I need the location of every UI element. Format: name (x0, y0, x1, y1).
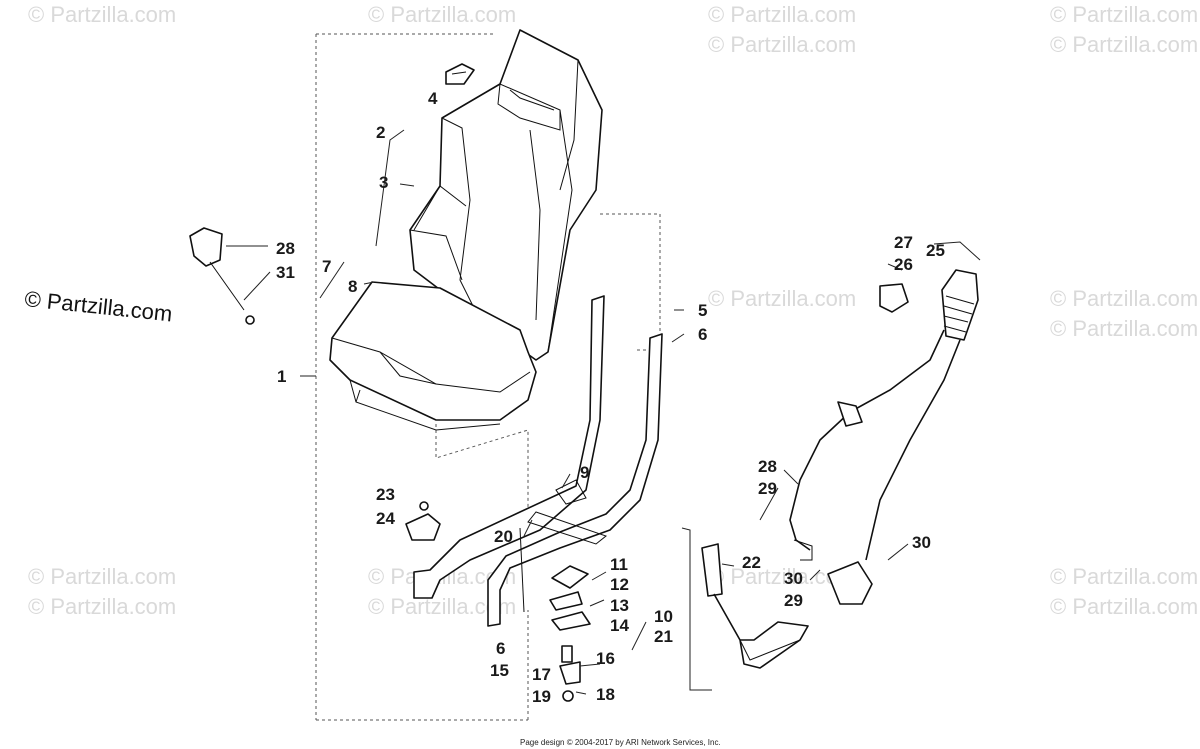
lap-belt-left (189, 227, 255, 325)
leader-lines (226, 129, 981, 695)
callout-10: 10 (654, 607, 673, 626)
seat-cushion (329, 281, 537, 431)
callout-12: 12 (610, 575, 629, 594)
callout-24: 24 (376, 509, 395, 528)
seat-belt-assembly (789, 269, 979, 605)
callout-9: 9 (580, 463, 589, 482)
watermark: © Partzilla.com (28, 564, 176, 589)
callout-29: 29 (784, 591, 803, 610)
callout-18: 18 (596, 685, 615, 704)
watermark-dark: © Partzilla.com (23, 286, 173, 326)
callout-21: 21 (654, 627, 673, 646)
callout-23: 23 (376, 485, 395, 504)
callout-16: 16 (596, 649, 615, 668)
callout-2: 2 (376, 123, 385, 142)
watermark: © Partzilla.com (1050, 316, 1198, 341)
callout-20: 20 (494, 527, 513, 546)
callout-11: 11 (610, 555, 628, 574)
callout-1: 1 (277, 367, 286, 386)
watermark: © Partzilla.com (1050, 286, 1198, 311)
watermark: © Partzilla.com (28, 2, 176, 27)
callout-17: 17 (532, 665, 551, 684)
callout-6: 6 (698, 325, 707, 344)
watermarks: © Partzilla.com © Partzilla.com © Partzi… (23, 2, 1198, 619)
callout-19: 19 (532, 687, 551, 706)
watermark: © Partzilla.com (1050, 2, 1198, 27)
callout-25: 25 (926, 241, 945, 260)
hardware-stack (549, 565, 591, 702)
seat-frame (413, 295, 663, 627)
callout-4: 4 (428, 89, 438, 108)
watermark: © Partzilla.com (28, 594, 176, 619)
watermark: © Partzilla.com (1050, 564, 1198, 589)
callout-28: 28 (758, 457, 777, 476)
callout-30: 30 (784, 569, 803, 588)
callout-31: 31 (276, 263, 295, 282)
watermark: © Partzilla.com (1050, 594, 1198, 619)
watermark: © Partzilla.com (1050, 32, 1198, 57)
callout-15: 15 (490, 661, 509, 680)
callout-7: 7 (322, 257, 331, 276)
callout-3: 3 (379, 173, 388, 192)
watermark: © Partzilla.com (708, 2, 856, 27)
handle-bracket (701, 543, 809, 669)
callout-27: 27 (894, 233, 913, 252)
callout-8: 8 (348, 277, 357, 296)
callout-22: 22 (742, 553, 761, 572)
footer-copyright: Page design © 2004-2017 by ARI Network S… (520, 738, 721, 747)
assembly-bracket (315, 33, 661, 721)
watermark: © Partzilla.com (368, 2, 516, 27)
callout-29: 29 (758, 479, 777, 498)
watermark: © Partzilla.com (708, 32, 856, 57)
callout-6: 6 (496, 639, 505, 658)
callouts: 1 2 3 4 5 6 6 7 8 9 10 11 12 13 14 15 16… (276, 89, 945, 706)
small-bracket (405, 501, 441, 541)
callout-5: 5 (698, 301, 707, 320)
callout-28: 28 (276, 239, 295, 258)
callout-30: 30 (912, 533, 931, 552)
callout-26: 26 (894, 255, 913, 274)
callout-14: 14 (610, 616, 629, 635)
callout-13: 13 (610, 596, 629, 615)
seat-tag (445, 63, 475, 85)
watermark: © Partzilla.com (708, 286, 856, 311)
